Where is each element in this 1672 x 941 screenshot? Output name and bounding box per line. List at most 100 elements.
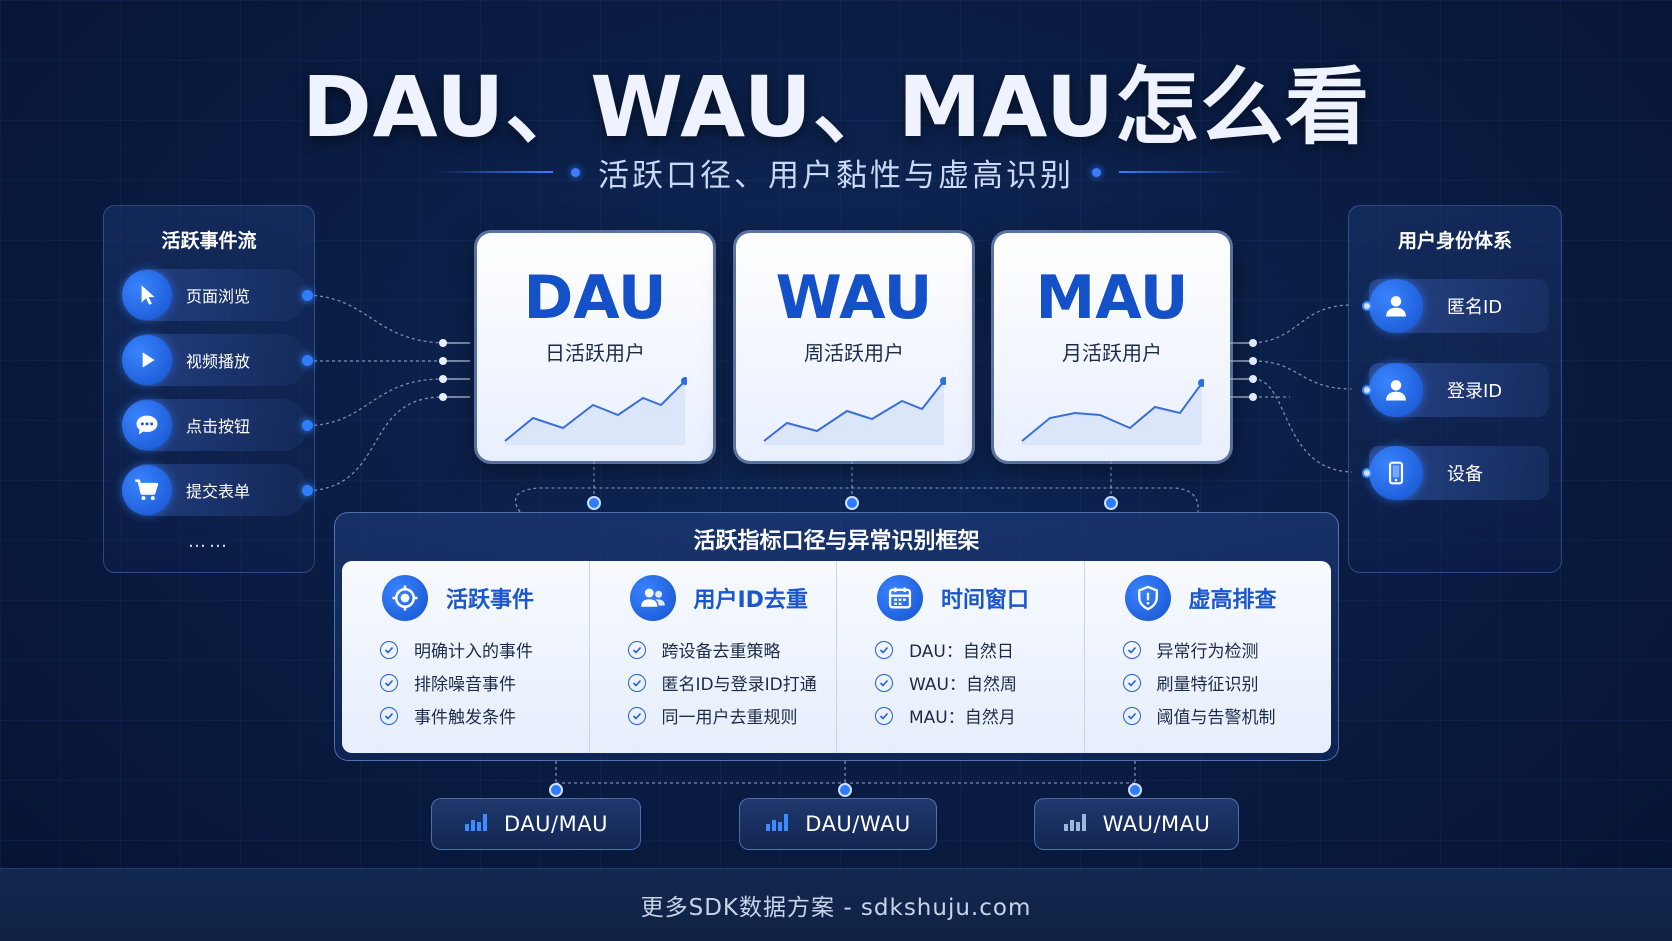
users-icon	[629, 575, 676, 621]
footer-link[interactable]: 更多SDK数据方案 - sdkshuju.com	[640, 895, 1032, 921]
trend-sparkline	[763, 377, 946, 445]
connector-node	[302, 485, 313, 496]
check-icon	[380, 673, 398, 692]
check-icon	[875, 706, 893, 725]
identity-label: 匿名ID	[1447, 297, 1503, 318]
cart-icon	[122, 465, 172, 515]
page-title: DAU、WAU、MAU怎么看	[301, 58, 1371, 156]
connector-node	[302, 290, 313, 301]
check-icon	[380, 706, 398, 725]
connector-node	[1362, 385, 1372, 395]
divider-left	[433, 171, 553, 173]
trend-sparkline	[504, 377, 687, 445]
user-icon	[1369, 279, 1423, 333]
event-label: 提交表单	[186, 482, 251, 501]
checklist-item: 匿名ID与登录ID打通	[627, 666, 837, 699]
metric-framework-panel: 活跃指标口径与异常识别框架 活跃事件 明确计入的事件 排除噪音事件 事件触发条件…	[334, 512, 1339, 761]
framework-body: 活跃事件 明确计入的事件 排除噪音事件 事件触发条件 用户ID去重 跨设备去重策…	[342, 561, 1331, 753]
checklist-item: WAU：自然周	[875, 666, 1084, 699]
identity-item-anonymous-id[interactable]: 匿名ID	[1362, 279, 1549, 333]
footer-bar: 更多SDK数据方案 - sdkshuju.com	[0, 868, 1672, 941]
user-icon	[1369, 363, 1423, 417]
shield-alert-icon	[1124, 575, 1171, 621]
check-icon	[1122, 706, 1141, 725]
event-item-video-play[interactable]: 视频播放	[122, 334, 313, 386]
connector-node	[302, 420, 313, 431]
event-label: 页面浏览	[186, 287, 251, 306]
checklist-item: 跨设备去重策略	[627, 633, 837, 666]
cursor-click-icon	[122, 270, 172, 320]
metric-card-dau[interactable]: DAU 日活跃用户	[477, 233, 713, 461]
target-icon	[382, 575, 428, 621]
bar-chart-icon	[765, 812, 789, 836]
trend-sparkline	[1021, 379, 1204, 445]
framework-title: 活跃指标口径与异常识别框架	[693, 529, 980, 554]
page-subtitle: 活跃口径、用户黏性与虚高识别	[598, 157, 1074, 194]
subtitle-row: 活跃口径、用户黏性与虚高识别	[0, 150, 1672, 194]
event-item-form-submit[interactable]: 提交表单	[122, 464, 313, 516]
more-events-ellipsis: ……	[188, 531, 230, 552]
identity-item-login-id[interactable]: 登录ID	[1362, 363, 1549, 417]
check-icon	[1122, 673, 1141, 692]
check-icon	[875, 673, 893, 692]
check-icon	[875, 640, 893, 659]
framework-column-time-window: 时间窗口 DAU：自然日 WAU：自然周 MAU：自然月	[837, 561, 1085, 753]
checklist-item: 同一用户去重规则	[627, 699, 837, 732]
ratio-dau-mau[interactable]: DAU/MAU	[431, 798, 641, 850]
connector-node	[1362, 468, 1372, 478]
column-title: 虚高排查	[1188, 588, 1277, 613]
column-title: 用户ID去重	[693, 588, 808, 613]
check-icon	[627, 640, 646, 659]
metric-name: MAU	[1035, 263, 1189, 333]
check-icon	[627, 673, 646, 692]
event-flow-title: 活跃事件流	[161, 230, 257, 252]
ratio-wau-mau[interactable]: WAU/MAU	[1034, 798, 1239, 850]
check-icon	[1122, 640, 1141, 659]
bar-chart-icon	[464, 812, 488, 836]
calendar-icon	[877, 575, 923, 621]
event-item-button-click[interactable]: 点击按钮	[122, 399, 313, 451]
chat-bubble-icon	[122, 400, 172, 450]
framework-column-inflation-check: 虚高排查 异常行为检测 刷量特征识别 阈值与告警机制	[1085, 561, 1332, 753]
divider-dot-left	[571, 167, 580, 177]
divider-right	[1119, 171, 1239, 173]
checklist-item: 事件触发条件	[380, 699, 589, 732]
play-icon	[122, 335, 172, 385]
metric-description: 日活跃用户	[545, 341, 645, 365]
checklist-item: DAU：自然日	[875, 633, 1084, 666]
identity-label: 设备	[1447, 464, 1483, 485]
column-title: 时间窗口	[941, 588, 1030, 613]
checklist-item: 排除噪音事件	[380, 666, 589, 699]
identity-item-device[interactable]: 设备	[1362, 446, 1549, 500]
metric-name: WAU	[775, 263, 933, 333]
identity-label: 登录ID	[1447, 381, 1503, 402]
checklist-item: 明确计入的事件	[380, 633, 589, 666]
checklist-item: MAU：自然月	[875, 699, 1084, 732]
event-item-page-view[interactable]: 页面浏览	[122, 269, 313, 321]
user-identity-panel: 用户身份体系 匿名ID 登录ID 设备	[1348, 205, 1562, 573]
metric-card-wau[interactable]: WAU 周活跃用户	[736, 233, 972, 461]
check-icon	[627, 706, 646, 725]
checklist-item: 异常行为检测	[1122, 633, 1332, 666]
ratio-dau-wau[interactable]: DAU/WAU	[739, 798, 937, 850]
column-title: 活跃事件	[446, 588, 535, 613]
event-flow-panel: 活跃事件流 页面浏览 视频播放 点击按钮 提交表单 ……	[103, 205, 315, 573]
ratio-label: WAU/MAU	[1102, 812, 1211, 836]
event-label: 点击按钮	[186, 417, 251, 436]
checklist-item: 阈值与告警机制	[1122, 699, 1332, 732]
checklist-item: 刷量特征识别	[1122, 666, 1332, 699]
metric-description: 月活跃用户	[1062, 341, 1162, 365]
phone-icon	[1369, 446, 1423, 500]
ratio-label: DAU/WAU	[805, 812, 911, 836]
metric-name: DAU	[523, 263, 667, 333]
divider-dot-right	[1092, 167, 1101, 177]
metric-card-mau[interactable]: MAU 月活跃用户	[994, 233, 1230, 461]
framework-column-active-events: 活跃事件 明确计入的事件 排除噪音事件 事件触发条件	[342, 561, 590, 753]
check-icon	[380, 640, 398, 659]
connector-node	[302, 355, 313, 366]
metric-description: 周活跃用户	[804, 341, 904, 365]
bar-chart-icon	[1063, 812, 1087, 836]
event-label: 视频播放	[186, 352, 251, 371]
ratio-label: DAU/MAU	[504, 812, 608, 836]
